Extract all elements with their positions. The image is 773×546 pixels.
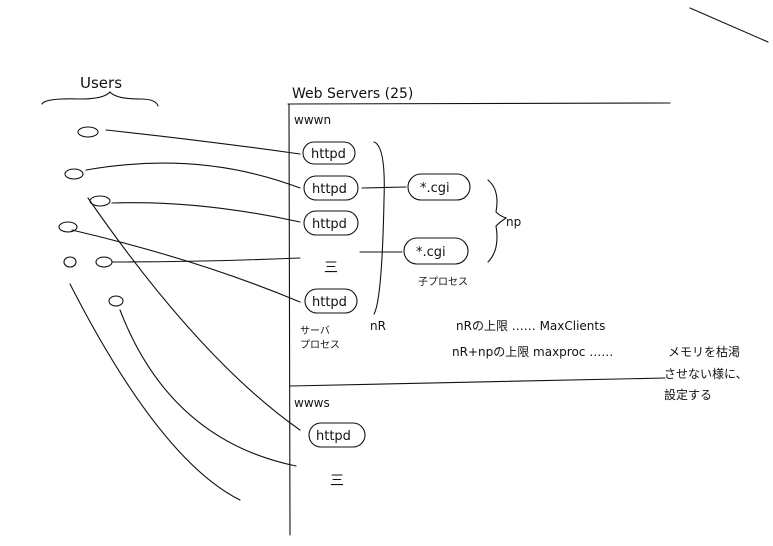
httpd-process: httpd — [308, 422, 366, 448]
user-icon — [64, 168, 84, 180]
httpd-cgi-arrow — [361, 186, 407, 189]
user-icon — [77, 126, 99, 138]
request-arrows — [69, 129, 301, 501]
svg-text:*.cgi: *.cgi — [416, 245, 446, 260]
np-label: np — [506, 215, 521, 229]
nr-brace — [373, 141, 385, 315]
server-process-label: プロセス — [300, 339, 340, 351]
server-process-label: サーバ — [300, 325, 330, 337]
user-icon — [95, 256, 113, 268]
user-icon — [58, 221, 78, 233]
cgi-process: *.cgi — [407, 173, 471, 201]
user-icons — [58, 126, 124, 307]
user-icon — [63, 256, 77, 268]
nr-label: nR — [370, 319, 386, 333]
note-maxclients: nRの上限 …… MaxClients — [456, 319, 605, 333]
np-brace — [487, 179, 508, 263]
wwws-label: wwws — [294, 396, 330, 410]
wwwn-label: wwwn — [294, 113, 331, 127]
ellipsis: 三 — [330, 473, 344, 489]
svg-text:httpd: httpd — [312, 182, 347, 197]
ellipsis: 三 — [324, 260, 338, 276]
svg-text:httpd: httpd — [311, 147, 346, 162]
servers-top-line — [287, 102, 671, 105]
svg-text:httpd: httpd — [316, 429, 351, 444]
cgi-process: *.cgi — [403, 237, 469, 265]
servers-title: Web Servers (25) — [292, 86, 413, 102]
child-process-label: 子プロセス — [418, 276, 468, 288]
httpd-process: httpd — [303, 175, 359, 201]
servers-divider — [289, 377, 666, 387]
svg-text:*.cgi: *.cgi — [420, 181, 450, 196]
httpd-process: httpd — [304, 288, 358, 314]
note-maxproc: nR+npの上限 maxproc …… — [452, 345, 613, 359]
svg-text:httpd: httpd — [312, 295, 347, 310]
servers-vertical-line — [288, 103, 291, 536]
user-icon — [108, 295, 124, 307]
users-label: Users — [80, 74, 122, 92]
httpd-process: httpd — [303, 210, 359, 236]
users-brace — [41, 91, 159, 107]
memo-line: メモリを枯渇 — [668, 344, 740, 359]
stray-stroke — [689, 7, 769, 43]
svg-text:httpd: httpd — [312, 217, 347, 232]
memo-line: 設定する — [664, 387, 712, 402]
memo-line: させない様に、 — [664, 367, 748, 381]
httpd-process: httpd — [302, 141, 356, 165]
